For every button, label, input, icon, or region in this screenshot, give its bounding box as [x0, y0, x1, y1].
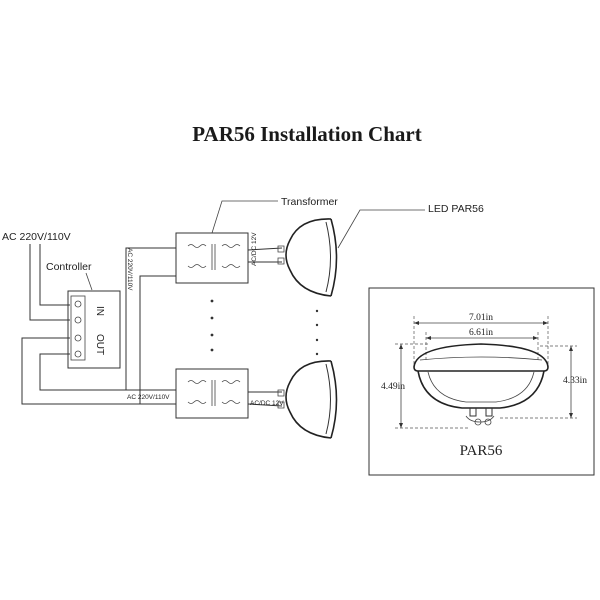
- controller-in-label: IN: [94, 306, 105, 316]
- left-height-dimension: [395, 343, 470, 429]
- lamp-bottom-cable: [247, 391, 283, 407]
- right-height-label: 4.33in: [563, 376, 587, 386]
- page-title: PAR56 Installation Chart: [192, 122, 421, 146]
- transformer-bottom: [175, 368, 249, 419]
- transformer-bottom-input-label: AC 220V/110V: [127, 394, 170, 401]
- outer-width-dimension: [413, 316, 549, 368]
- transformer-top-input-label: AC 220V/110V: [126, 248, 133, 291]
- controller-leader: [85, 272, 93, 291]
- controller-label: Controller: [46, 261, 92, 273]
- inner-width-label: 6.61in: [469, 328, 493, 338]
- ac-input-wires: [29, 244, 70, 321]
- continuation-dots: [210, 299, 319, 356]
- transformer-bottom-output-label: AC/DC 12V: [250, 400, 284, 407]
- lamp-bottom: [277, 360, 338, 439]
- right-height-dimension: [500, 345, 577, 419]
- transformer-leader: [211, 200, 278, 234]
- lamp-caption: PAR56: [460, 443, 503, 459]
- inner-width-dimension: [425, 332, 539, 360]
- dimension-panel: [368, 287, 595, 476]
- transformer-top: [175, 232, 249, 284]
- transformer-label: Transformer: [281, 196, 338, 208]
- controller-output-wires: [21, 247, 176, 405]
- ac-input-label: AC 220V/110V: [2, 231, 71, 243]
- transformer-top-output-label: AC/DC 12V: [251, 232, 258, 266]
- controller-box: [67, 290, 121, 369]
- lamp-top: [277, 218, 338, 297]
- controller-out-label: OUT: [94, 334, 105, 355]
- lamp-top-cable: [247, 247, 283, 263]
- led-label: LED PAR56: [428, 203, 484, 215]
- outer-width-label: 7.01in: [469, 313, 493, 323]
- led-leader: [337, 209, 425, 249]
- left-height-label: 4.49in: [381, 382, 405, 392]
- lamp-profile: [413, 343, 549, 426]
